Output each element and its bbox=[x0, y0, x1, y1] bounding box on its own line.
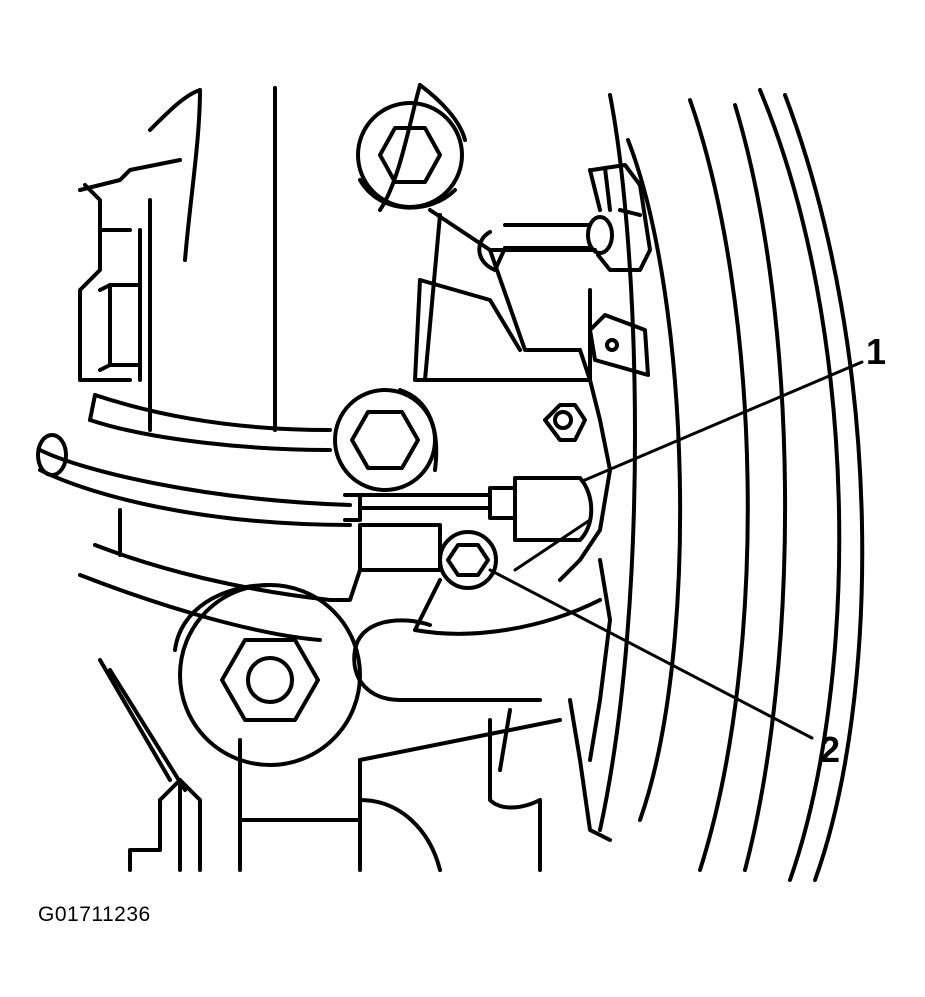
center-bolt bbox=[333, 388, 439, 492]
brake-hose bbox=[36, 393, 362, 527]
callout-leaders bbox=[488, 360, 864, 740]
lower-nut bbox=[173, 583, 362, 767]
lower-arm bbox=[128, 698, 612, 872]
sensor-connector bbox=[358, 476, 594, 542]
small-nut bbox=[543, 403, 587, 442]
callout-2-label: 2 bbox=[820, 729, 841, 770]
mounting-bolt bbox=[438, 530, 498, 590]
figure-id-label: G01711236 bbox=[38, 903, 151, 926]
upper-bolt bbox=[356, 101, 464, 210]
callout-1-label: 1 bbox=[866, 331, 887, 372]
lower-knuckle bbox=[78, 508, 602, 792]
knuckle-body bbox=[78, 83, 467, 432]
wheel-rotor-arcs bbox=[598, 88, 865, 882]
tie-rod bbox=[477, 163, 652, 272]
right-contour bbox=[558, 378, 612, 762]
caliper-bracket bbox=[413, 208, 597, 382]
small-bracket bbox=[588, 313, 650, 377]
